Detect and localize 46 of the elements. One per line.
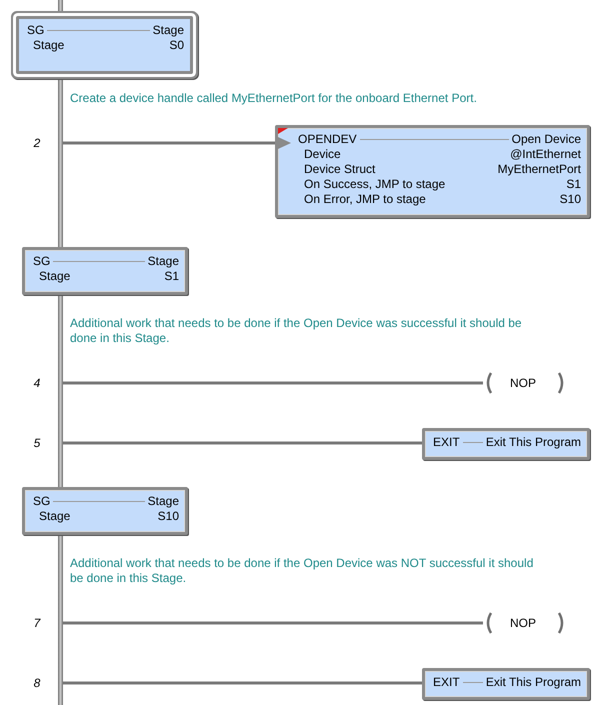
instruction-title: Stage [148,254,179,269]
rung-line [63,622,483,624]
parameter-name: Stage [39,269,70,284]
rung-line [63,142,275,144]
rung-number: 7 [32,616,42,631]
stage-box [22,487,188,535]
parameter-value: S0 [169,38,184,53]
parameter-name: On Error, JMP to stage [304,192,426,207]
instruction-name: OPENDEV [298,132,357,147]
parameter-value: @IntEthernet [510,147,581,162]
rung-number: 5 [32,436,42,451]
rung-number: 2 [32,136,42,151]
instruction-name: EXIT [433,675,460,690]
rung-line [63,442,422,444]
parameter-value: S10 [158,509,179,524]
comment-text: Additional work that needs to be done if the Open Device was successful it should be done in this Stage. [70,316,523,346]
comment-text: Additional work that needs to be done if the Open Device was NOT successful it should be done in this Stage. [70,556,534,586]
parameter-name: Device Struct [304,162,376,177]
rung-number: 8 [32,676,42,691]
instruction-name: NOP [510,376,536,391]
instruction-box [422,668,590,700]
parameter-name: Stage [39,509,70,524]
rung-number: 4 [32,376,42,391]
instruction-name: EXIT [433,435,460,450]
parameter-name: On Success, JMP to stage [304,177,446,192]
instruction-name: NOP [510,616,536,631]
comment-text: Create a device handle called MyEthernetPort for the onboard Ethernet Port. [70,91,478,106]
instruction-title: Open Device [512,132,581,147]
stage-box [22,247,188,295]
instruction-box [275,125,590,218]
parameter-name: Stage [33,38,64,53]
instruction-box [422,428,590,460]
instruction-name: SG [27,23,44,38]
parameter-name: Device [304,147,341,162]
rung-line [63,382,483,384]
parameter-value: S1 [164,269,179,284]
instruction-name: SG [33,494,50,509]
instruction-title: Stage [148,494,179,509]
instruction-name: SG [33,254,50,269]
parameter-value: S10 [560,192,581,207]
parameter-value: MyEthernetPort [498,162,581,177]
instruction-title: Exit This Program [486,435,581,450]
instruction-title: Stage [152,23,184,38]
parameter-value: S1 [566,177,581,192]
rung-line [63,682,422,684]
instruction-title: Exit This Program [486,675,581,690]
